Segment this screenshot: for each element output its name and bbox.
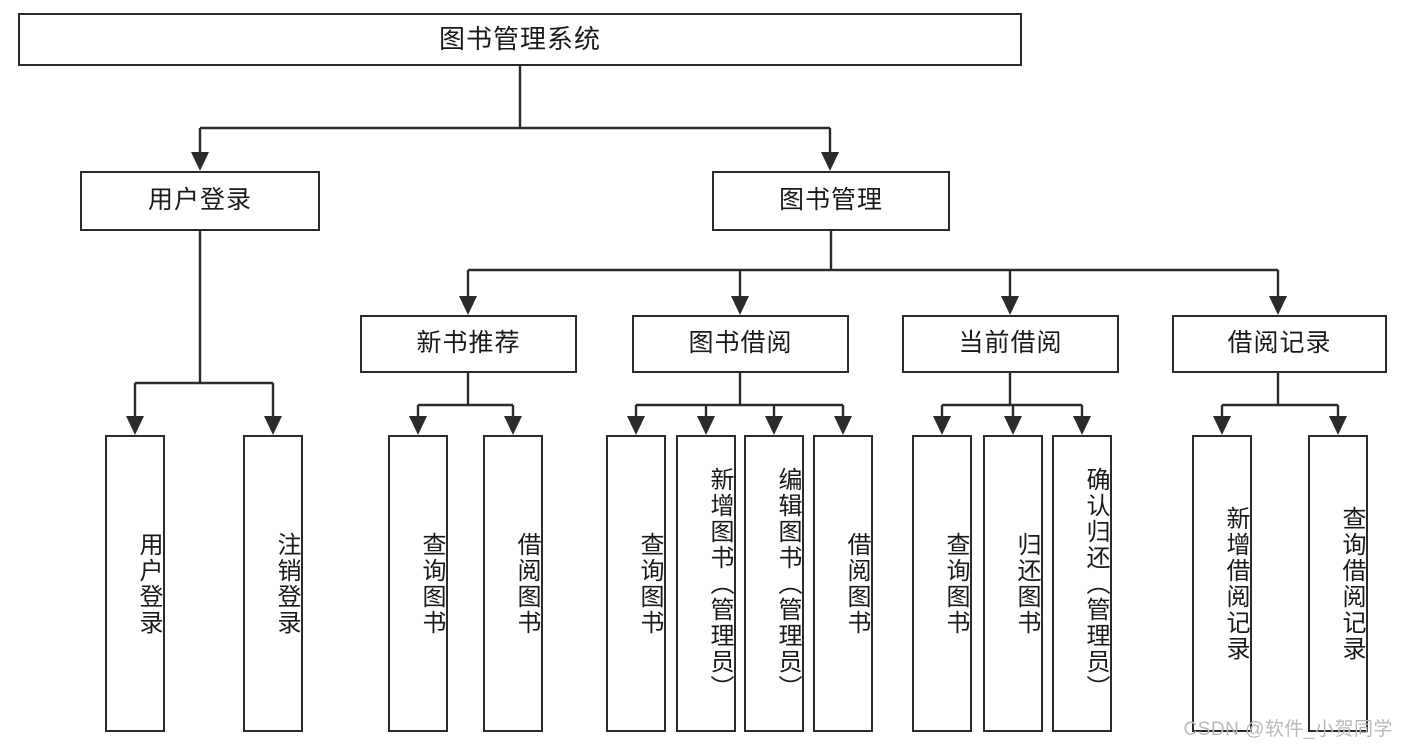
node-label: 查询图书 [636, 531, 663, 636]
node-leaf-add-borrow-record[interactable]: 新增借阅记录 [1192, 435, 1252, 732]
node-label: 查询借阅记录 [1338, 505, 1365, 662]
arrowhead-arrow-leaf-7 [765, 416, 783, 435]
node-leaf-borrow-book[interactable]: 借阅图书 [813, 435, 873, 732]
arrowhead-arrow-book-management [821, 152, 839, 171]
node-book-borrow[interactable]: 图书借阅 [632, 315, 849, 373]
node-label: 查询图书 [942, 531, 969, 636]
node-label: 归还图书 [1013, 531, 1040, 636]
node-leaf-query-book-borrow[interactable]: 查询图书 [606, 435, 666, 732]
node-label: 图书管理系统 [438, 24, 601, 55]
node-label: 确认归还（管理员） [1082, 466, 1109, 701]
node-leaf-borrow-book-recommend[interactable]: 借阅图书 [483, 435, 543, 732]
arrowhead-arrow-leaf-12 [1213, 416, 1231, 435]
node-user-login[interactable]: 用户登录 [80, 171, 320, 231]
arrowhead-arrow-leaf-11 [1073, 416, 1091, 435]
arrowhead-arrow-user-login [191, 152, 209, 171]
arrowhead-arrow-leaf-10 [1004, 416, 1022, 435]
node-label: 图书管理 [778, 186, 883, 215]
node-leaf-add-book-admin[interactable]: 新增图书（管理员） [676, 435, 736, 732]
node-leaf-confirm-return-admin[interactable]: 确认归还（管理员） [1052, 435, 1112, 732]
arrowhead-arrow-leaf-3 [409, 416, 427, 435]
arrowhead-arrow-leaf-5 [627, 416, 645, 435]
node-book-management[interactable]: 图书管理 [712, 171, 950, 231]
node-leaf-edit-book-admin[interactable]: 编辑图书（管理员） [744, 435, 804, 732]
arrowhead-arrow-leaf-4 [504, 416, 522, 435]
node-label: 用户登录 [147, 186, 252, 215]
node-leaf-query-book-current[interactable]: 查询图书 [912, 435, 972, 732]
arrowhead-arrow-leaf-2 [264, 416, 282, 435]
node-label: 用户登录 [135, 531, 162, 636]
arrowhead-arrow-leaf-8 [834, 416, 852, 435]
node-leaf-query-borrow-record[interactable]: 查询借阅记录 [1308, 435, 1368, 732]
node-leaf-query-book-recommend[interactable]: 查询图书 [388, 435, 448, 732]
node-label: 编辑图书（管理员） [774, 466, 801, 701]
node-label: 图书借阅 [688, 329, 793, 358]
arrowhead-arrow-borrow-record [1269, 296, 1287, 315]
arrowhead-arrow-leaf-1 [126, 416, 144, 435]
arrowhead-arrow-current-borrow [1001, 296, 1019, 315]
node-label: 借阅记录 [1227, 329, 1332, 358]
node-label: 查询图书 [418, 531, 445, 636]
arrowhead-arrow-leaf-13 [1329, 416, 1347, 435]
node-label: 新书推荐 [416, 329, 521, 358]
node-current-borrow[interactable]: 当前借阅 [902, 315, 1119, 373]
node-label: 借阅图书 [843, 531, 870, 636]
watermark: CSDN @软件_小贺同学 [1183, 719, 1393, 740]
arrowhead-arrow-leaf-9 [933, 416, 951, 435]
node-label: 当前借阅 [958, 329, 1063, 358]
node-label: 注销登录 [273, 531, 300, 636]
node-new-book-recommend[interactable]: 新书推荐 [360, 315, 577, 373]
node-label: 借阅图书 [513, 531, 540, 636]
node-leaf-logout-login[interactable]: 注销登录 [243, 435, 303, 732]
node-root[interactable]: 图书管理系统 [18, 13, 1022, 66]
arrowhead-arrow-book-borrow [731, 296, 749, 315]
node-leaf-user-login[interactable]: 用户登录 [105, 435, 165, 732]
node-label: 新增借阅记录 [1222, 505, 1249, 662]
node-borrow-record[interactable]: 借阅记录 [1172, 315, 1387, 373]
arrowhead-arrow-leaf-6 [697, 416, 715, 435]
arrowhead-arrow-new-book-recommend [459, 296, 477, 315]
node-label: 新增图书（管理员） [706, 466, 733, 701]
node-leaf-return-book[interactable]: 归还图书 [983, 435, 1043, 732]
